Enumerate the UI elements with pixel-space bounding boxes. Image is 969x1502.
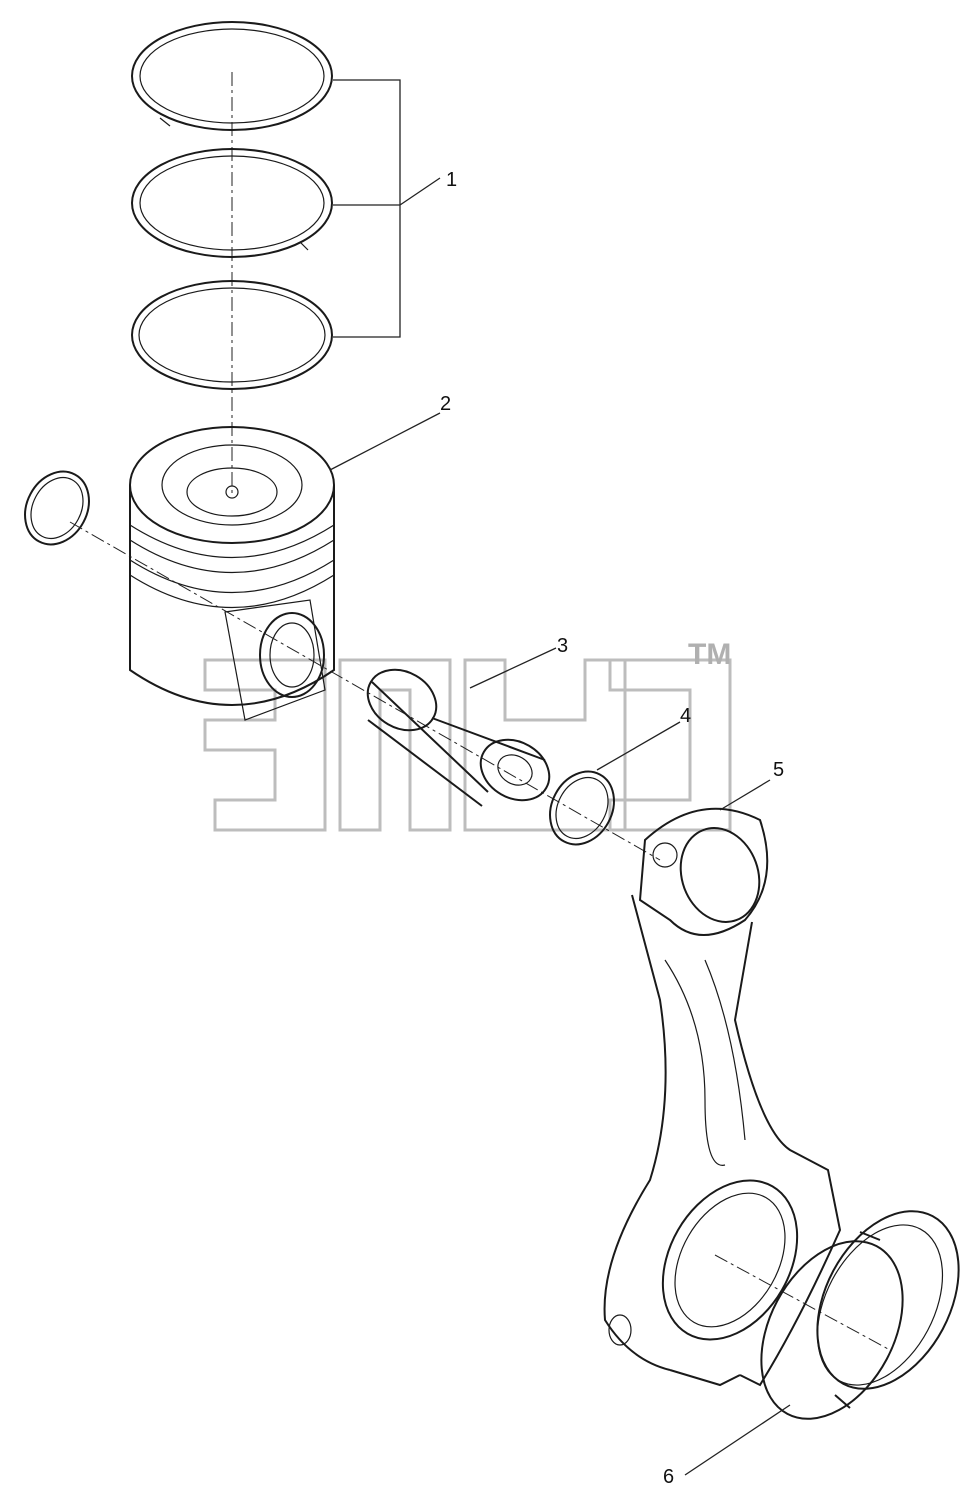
crank-axis <box>714 1254 891 1351</box>
bearing-shell-icon <box>760 1210 960 1420</box>
callout-6-leader <box>684 1404 791 1476</box>
piston-icon <box>129 426 335 721</box>
watermark-tm: TM <box>688 638 731 671</box>
connecting-rod-icon <box>603 807 842 1387</box>
callout-4: 4 <box>680 705 691 727</box>
callout-2-leader <box>329 412 441 471</box>
callout-5-leader <box>719 779 771 811</box>
pin-axis <box>69 521 661 861</box>
piston-pin-icon <box>366 668 551 807</box>
callout-3: 3 <box>557 635 568 657</box>
piston-rings-icon <box>131 21 333 390</box>
callout-2: 2 <box>440 393 451 415</box>
callout-4-leader <box>596 721 681 771</box>
callout-3-leader <box>469 647 557 689</box>
snap-ring-left-icon <box>24 470 90 546</box>
snap-ring-icon <box>549 770 615 846</box>
callout-1: 1 <box>446 169 457 191</box>
callout-6: 6 <box>663 1466 674 1488</box>
callout-5: 5 <box>773 759 784 781</box>
callout-1-leader <box>333 79 441 338</box>
watermark-logo: TM <box>203 638 732 832</box>
